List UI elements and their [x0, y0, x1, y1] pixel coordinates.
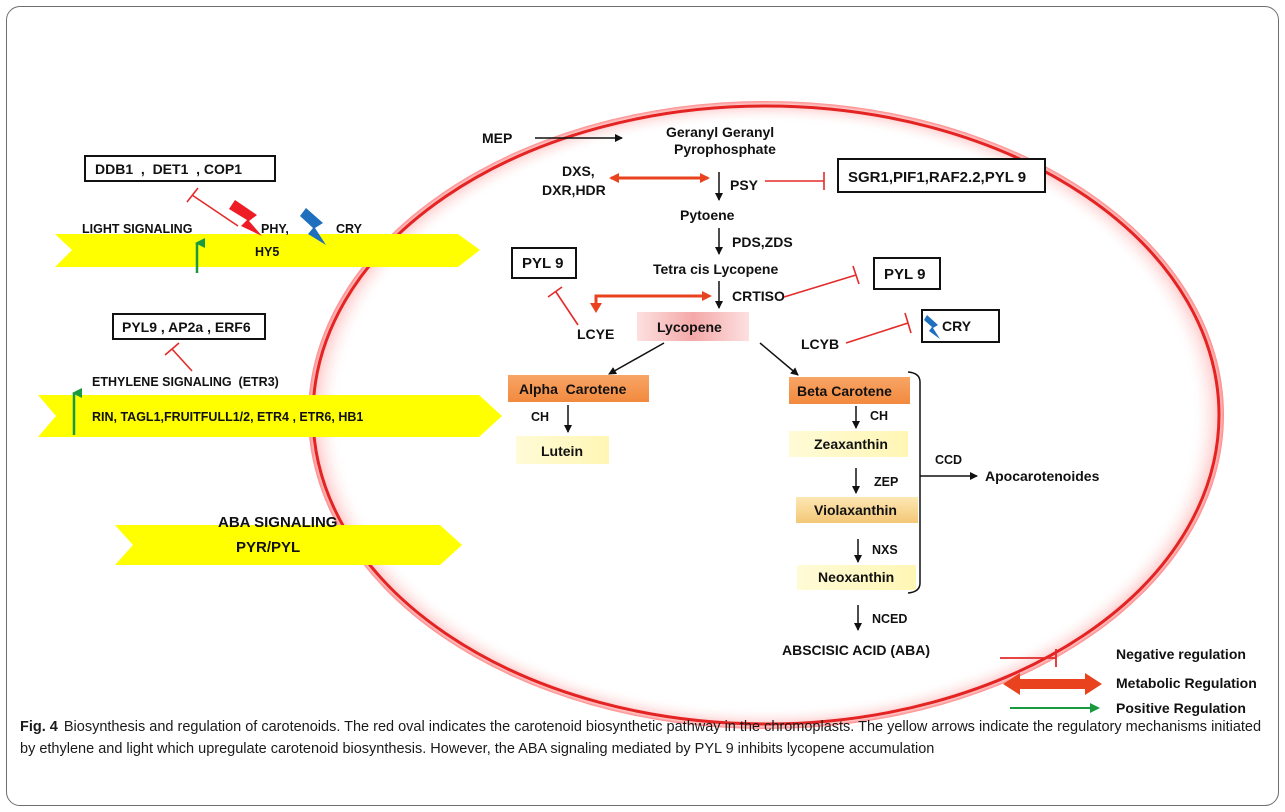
ch-left-label: CH: [531, 410, 549, 424]
ggpp-label-line1: Geranyl Geranyl: [666, 124, 774, 140]
legend-positive-label: Positive Regulation: [1116, 700, 1246, 716]
aba-signaling-arrow: [115, 525, 462, 565]
zeaxanthin-label: Zeaxanthin: [814, 436, 888, 452]
neoxanthin-label: Neoxanthin: [818, 569, 894, 585]
figure-caption-text: Biosynthesis and regulation of carotenoi…: [20, 719, 1262, 757]
lutein-box: [516, 436, 609, 464]
zep-label: ZEP: [874, 475, 898, 489]
hy5-label: HY5: [255, 245, 279, 259]
ddb1-det1-cop1-label: DDB1 , DET1 , COP1: [95, 161, 242, 177]
lycopene-label: Lycopene: [657, 319, 722, 335]
psy-label: PSY: [730, 177, 759, 193]
apocarotenoides-label: Apocarotenoides: [985, 468, 1100, 484]
crtiso-metabolic-arrow: [590, 291, 712, 313]
pyr-pyl-label: PYR/PYL: [236, 539, 300, 556]
zeaxanthin-box: [789, 431, 908, 457]
lycopene-to-beta-arrow: [759, 342, 799, 376]
alpha-carotene-label: Alpha Carotene: [519, 381, 627, 397]
ggpp-label-line2: Pyrophosphate: [674, 141, 776, 157]
violaxanthin-box: [796, 497, 918, 523]
pyl9-ap2a-erf6-label: PYL9 , AP2a , ERF6: [122, 319, 251, 335]
violaxanthin-label: Violaxanthin: [814, 502, 897, 518]
light-to-ddb1-inhibition: [186, 187, 239, 227]
lcyb-to-cry-inhibition: [845, 312, 912, 344]
ch-right-label: CH: [870, 409, 888, 423]
ddb1-det1-cop1-box: [84, 155, 276, 182]
dxs-label-line2: DXR,HDR: [542, 182, 606, 198]
lycopene-to-alpha-arrow: [608, 342, 665, 375]
pyl9-left-box: [511, 247, 577, 279]
ethylene-signaling-arrow: [38, 395, 502, 437]
legend-positive-symbol: [1010, 703, 1100, 713]
light-signaling-arrow: [55, 234, 480, 267]
legend-negative-symbol: [1000, 649, 1057, 667]
pyl9-right-label: PYL 9: [884, 266, 925, 283]
alpha-carotene-box: [508, 375, 649, 402]
sgr1-pif1-raf-pyl9-box: [837, 158, 1046, 193]
aba-signaling-label: ABA SIGNALING: [218, 514, 337, 531]
crtiso-to-pyl9-inhibition: [783, 265, 860, 298]
pytoene-label: Pytoene: [680, 207, 735, 223]
lightning-bolt-blue-icon: [300, 208, 326, 245]
figure-caption-label: Fig. 4: [20, 719, 58, 735]
lutein-label: Lutein: [541, 443, 583, 459]
ethylene-to-pyl9-inhibition: [164, 342, 193, 372]
legend-negative-label: Negative regulation: [1116, 646, 1246, 662]
lcye-label: LCYE: [577, 326, 614, 342]
lcyb-label: LCYB: [801, 336, 839, 352]
light-signaling-label: LIGHT SIGNALING: [82, 222, 192, 236]
ethylene-signaling-label: ETHYLENE SIGNALING (ETR3): [92, 375, 279, 389]
pyl9-right-box: [873, 257, 941, 290]
psy-to-sgr1-inhibition: [765, 172, 825, 190]
dxs-label-line1: DXS,: [562, 163, 595, 179]
nced-label: NCED: [872, 612, 907, 626]
cry-label-right: CRY: [942, 318, 972, 334]
lycopene-box: [637, 312, 749, 341]
mep-label: MEP: [482, 130, 512, 146]
sgr1-pif1-raf-pyl9-label: SGR1,PIF1,RAF2.2,PYL 9: [848, 169, 1026, 186]
pyl9-ap2a-erf6-box: [112, 313, 266, 340]
ethylene-genes-label: RIN, TAGL1,FRUITFULL1/2, ETR4 , ETR6, HB…: [92, 410, 363, 424]
lightning-bolt-red-icon: [229, 200, 262, 236]
nxs-label: NXS: [872, 543, 898, 557]
crtiso-label: CRTISO: [732, 288, 785, 304]
cry-label-left: CRY: [336, 222, 363, 236]
neoxanthin-box: [797, 565, 916, 590]
legend-metabolic-label: Metabolic Regulation: [1116, 675, 1257, 691]
pyl9-left-label: PYL 9: [522, 255, 563, 272]
legend-metabolic-symbol: [1003, 673, 1102, 695]
beta-carotene-label: Beta Carotene: [797, 383, 892, 399]
beta-carotene-box: [789, 377, 910, 404]
ccd-label: CCD: [935, 453, 962, 467]
ccd-bracket: [907, 371, 921, 594]
legend: Negative regulation Metabolic Regulation…: [1000, 646, 1257, 716]
lcye-to-pyl9-inhibition: [547, 286, 579, 326]
pds-zds-label: PDS,ZDS: [732, 234, 793, 250]
aba-label: ABSCISIC ACID (ABA): [782, 642, 930, 658]
lightning-bolt-blue-small-icon: [924, 315, 940, 339]
phy-label: PHY,: [261, 222, 289, 236]
tetra-cis-lycopene-label: Tetra cis Lycopene: [653, 261, 778, 277]
